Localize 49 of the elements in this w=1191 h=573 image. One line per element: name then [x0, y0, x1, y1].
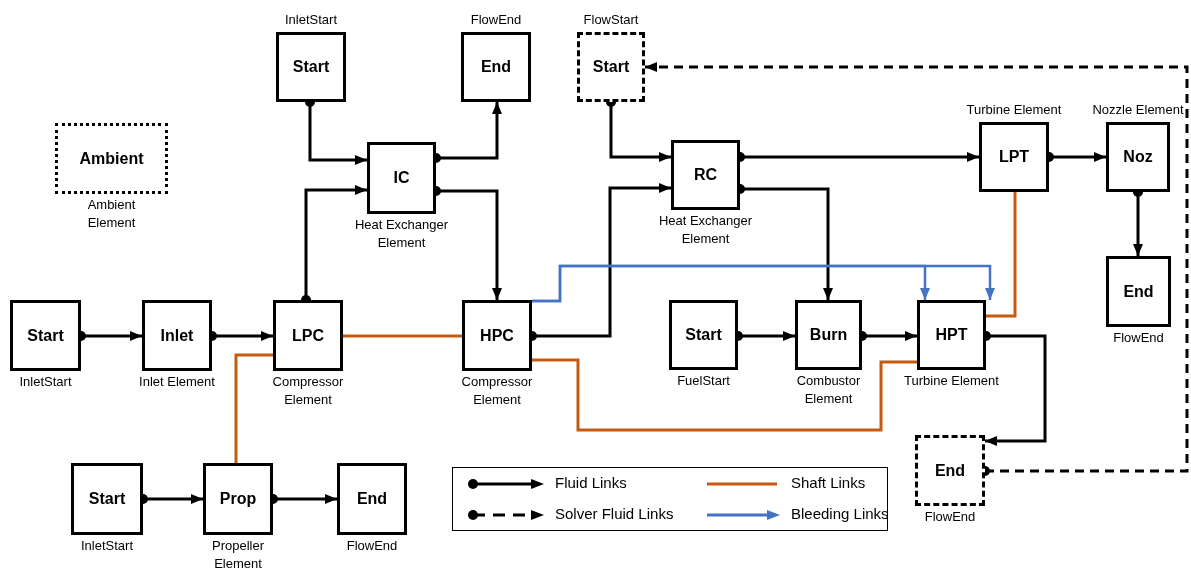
element-caption: FlowStart: [582, 11, 640, 29]
arrow: [645, 62, 1189, 476]
element-caption: FlowEnd: [469, 11, 523, 29]
connector-line: [343, 334, 462, 338]
element-caption: Combustor Element: [795, 372, 862, 408]
element-caption: Turbine Element: [965, 101, 1063, 119]
element-caption: InletStart: [284, 11, 338, 29]
element-box: LPT: [979, 122, 1049, 192]
element-caption: Inlet Element: [138, 373, 216, 391]
connector-line: [532, 358, 917, 432]
element-box: Start: [276, 32, 346, 102]
element-caption: Heat Exchanger Element: [353, 216, 450, 252]
element-caption: FlowEnd: [345, 537, 399, 555]
legend-label: Shaft Links: [791, 473, 866, 494]
connector-line: [234, 353, 273, 463]
connector-line: [986, 192, 1017, 318]
element-box: HPT: [917, 300, 986, 370]
legend-label: Solver Fluid Links: [555, 504, 674, 525]
element-box: Inlet: [142, 300, 212, 371]
element-box: Start: [10, 300, 81, 371]
element-box: Start: [669, 300, 738, 370]
element-box: End: [1106, 256, 1171, 327]
element-caption: Compressor Element: [460, 373, 534, 409]
element-box: Start: [577, 32, 645, 102]
element-caption: Ambient Element: [86, 196, 137, 232]
element-caption: InletStart: [80, 537, 134, 555]
element-box: Prop: [203, 463, 273, 535]
element-box: IC: [367, 142, 436, 214]
element-box: End: [915, 435, 985, 506]
element-caption: Turbine Element: [903, 372, 1000, 390]
element-caption: FlowEnd: [1112, 329, 1165, 347]
element-box: Burn: [795, 300, 862, 370]
element-box: Start: [71, 463, 143, 535]
element-box: LPC: [273, 300, 343, 371]
element-caption: Propeller Element: [211, 537, 265, 573]
legend-label: Fluid Links: [555, 473, 627, 494]
element-caption: Nozzle Element: [1091, 101, 1185, 119]
element-box: Noz: [1106, 122, 1170, 192]
element-caption: Heat Exchanger Element: [657, 212, 754, 248]
element-box: HPC: [462, 300, 532, 371]
element-box: End: [337, 463, 407, 535]
element-caption: FuelStart: [676, 372, 731, 390]
element-caption: Compressor Element: [271, 373, 345, 409]
element-box: RC: [671, 140, 740, 210]
element-box: Ambient: [55, 123, 168, 194]
element-box: End: [461, 32, 531, 102]
element-caption: FlowEnd: [923, 508, 977, 526]
element-caption: InletStart: [18, 373, 73, 391]
legend-label: Bleeding Links: [791, 504, 889, 525]
